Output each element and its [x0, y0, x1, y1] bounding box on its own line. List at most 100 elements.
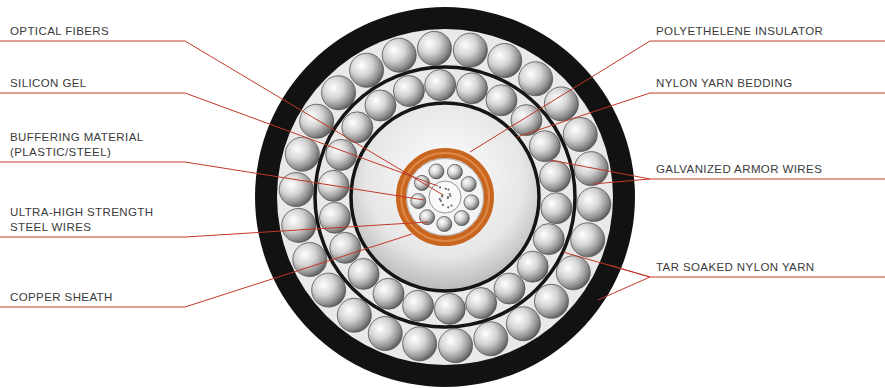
wire — [393, 75, 424, 106]
leader-line — [0, 237, 185, 238]
leader-line — [470, 41, 650, 152]
optical-fibers — [439, 186, 453, 208]
wire — [486, 85, 517, 116]
part-label: COPPER SHEATH — [10, 290, 180, 305]
leader-lines — [0, 41, 885, 307]
wire — [556, 256, 590, 290]
wire — [511, 105, 542, 136]
part-label: TAR SOAKED NYLON YARN — [656, 260, 881, 275]
wire — [439, 329, 473, 363]
fiber — [447, 206, 449, 208]
leader-line — [0, 162, 185, 163]
wire — [342, 112, 373, 143]
leader-line — [0, 307, 185, 308]
wire — [434, 293, 465, 324]
wire — [411, 194, 426, 209]
wire — [533, 224, 564, 255]
steel-wires — [411, 164, 479, 232]
leader-line — [650, 93, 885, 94]
leader-line — [609, 265, 650, 277]
wire — [373, 278, 404, 309]
wire — [577, 187, 611, 221]
wire — [506, 307, 540, 341]
wire — [312, 273, 346, 307]
leader-line — [593, 179, 650, 184]
wire — [368, 317, 402, 351]
wire — [447, 164, 462, 179]
wire — [474, 322, 508, 356]
leader-line — [650, 277, 885, 278]
wire — [571, 223, 605, 257]
part-label: BUFFERING MATERIAL (PLASTIC/STEEL) — [10, 130, 175, 160]
wire — [300, 104, 334, 138]
part-label: POLYETHELENE INSULATOR — [656, 24, 881, 39]
wire — [322, 76, 356, 110]
leader-line — [550, 160, 650, 179]
wire — [494, 273, 525, 304]
wire — [488, 43, 522, 77]
wire — [403, 290, 434, 321]
wire — [454, 211, 469, 226]
outer-jacket — [255, 7, 635, 387]
wire — [544, 87, 578, 121]
wire — [574, 152, 608, 186]
leader-line — [650, 41, 885, 42]
part-label: GALVANIZED ARMOR WIRES — [656, 162, 881, 177]
leader-line — [0, 41, 185, 42]
buffer — [407, 159, 484, 236]
fiber — [450, 204, 452, 206]
leader-line — [0, 93, 185, 94]
wire — [429, 164, 444, 179]
leader-line — [185, 41, 443, 195]
wire — [461, 177, 476, 192]
wire — [466, 288, 497, 319]
fiber — [447, 188, 449, 190]
wire — [417, 31, 451, 65]
wire — [365, 90, 396, 121]
wire — [529, 131, 560, 162]
wire — [403, 327, 437, 361]
copper-sheath — [401, 153, 489, 241]
part-label: NYLON YARN BEDDING — [656, 76, 881, 91]
wire — [425, 70, 456, 101]
wire — [464, 195, 479, 210]
nylon-bedding — [351, 103, 539, 291]
silicon-gel — [429, 181, 461, 213]
part-label: ULTRA-HIGH STRENGTH STEEL WIRES — [10, 205, 175, 235]
part-label: SILICON GEL — [10, 76, 180, 91]
leader-line — [563, 252, 650, 277]
wire — [437, 216, 452, 231]
fiber — [447, 197, 449, 199]
copper-highlight — [401, 153, 489, 241]
wire — [285, 137, 319, 171]
tar-yarn-ring — [315, 67, 575, 327]
fiber — [441, 195, 443, 197]
fiber — [439, 186, 441, 188]
wire — [517, 251, 548, 282]
outer-armor-wires — [279, 31, 611, 362]
leader-line — [185, 234, 412, 307]
wire — [534, 284, 568, 318]
wire — [453, 33, 487, 67]
leader-line — [185, 162, 424, 200]
leader-line — [650, 179, 885, 180]
leader-line — [185, 222, 428, 237]
leader-line — [185, 93, 438, 186]
wire — [293, 243, 327, 277]
armor-bed — [277, 29, 613, 365]
wire — [350, 53, 384, 87]
fiber — [445, 188, 447, 190]
fiber — [439, 198, 441, 200]
fiber — [442, 204, 444, 206]
inner-armor-wires — [318, 70, 572, 325]
fiber — [449, 195, 451, 197]
wire — [519, 62, 553, 96]
wire — [540, 161, 571, 192]
wire — [282, 208, 316, 242]
wire — [563, 117, 597, 151]
wire — [348, 258, 379, 289]
wire — [456, 73, 487, 104]
